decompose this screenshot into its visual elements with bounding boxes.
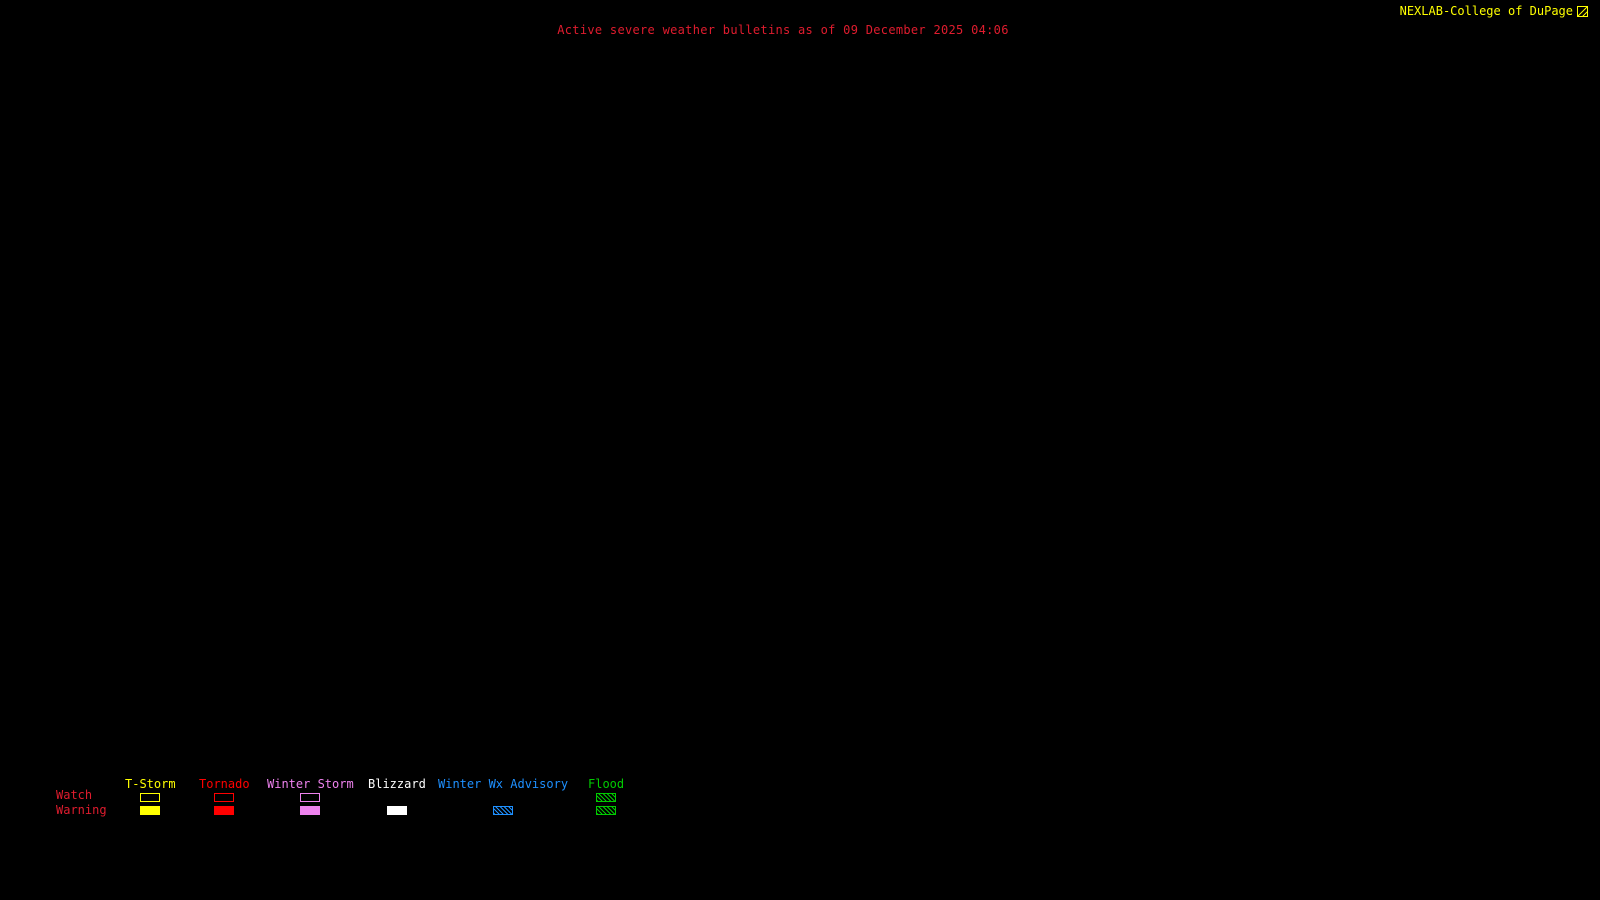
bulletin-title: Active severe weather bulletins as of 09… (557, 23, 1009, 37)
nexlab-logo-icon (1577, 5, 1588, 17)
branding-text: NEXLAB-College of DuPage (1399, 4, 1573, 18)
branding: NEXLAB-College of DuPage (1400, 4, 1588, 18)
